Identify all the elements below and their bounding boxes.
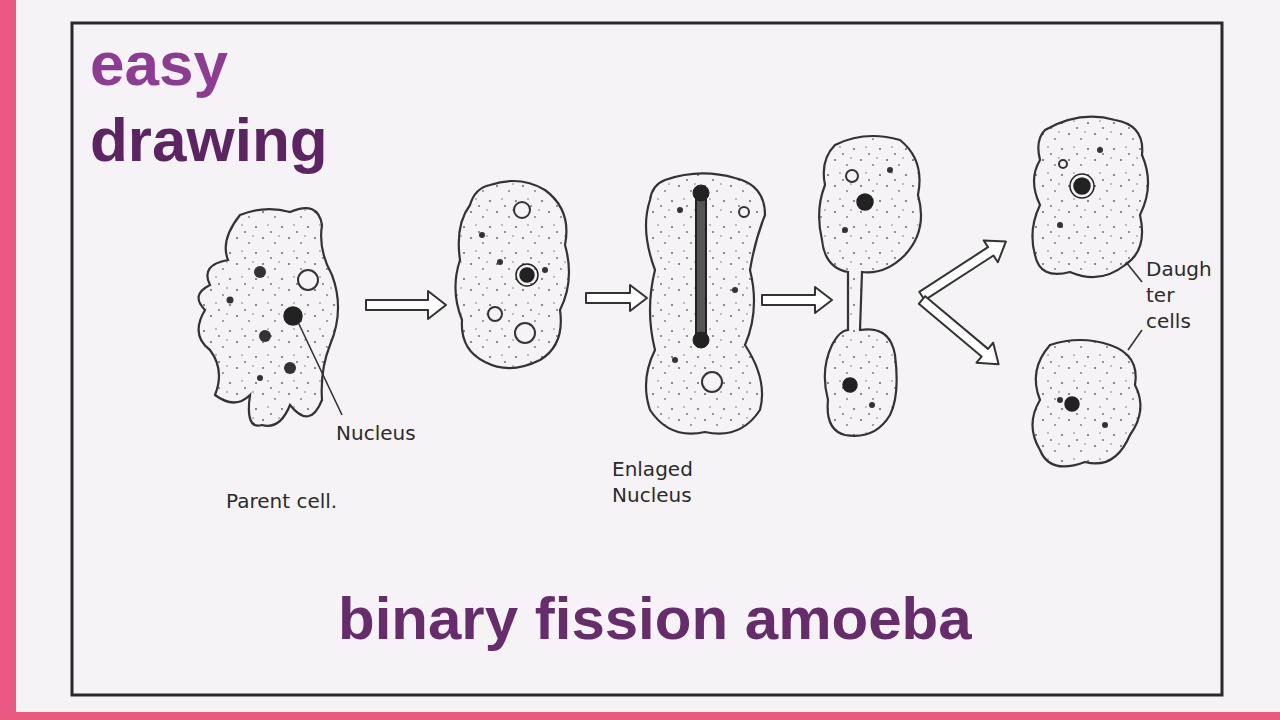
part-label: Enlaged Nucleus bbox=[612, 456, 742, 508]
caption-text: binary fission amoeba bbox=[338, 584, 972, 654]
part-label: Parent cell. bbox=[226, 488, 337, 514]
part-label: Daugh ter cells bbox=[1146, 256, 1216, 334]
part-label: Nucleus bbox=[336, 420, 416, 446]
title-text: easy drawing bbox=[90, 26, 430, 178]
